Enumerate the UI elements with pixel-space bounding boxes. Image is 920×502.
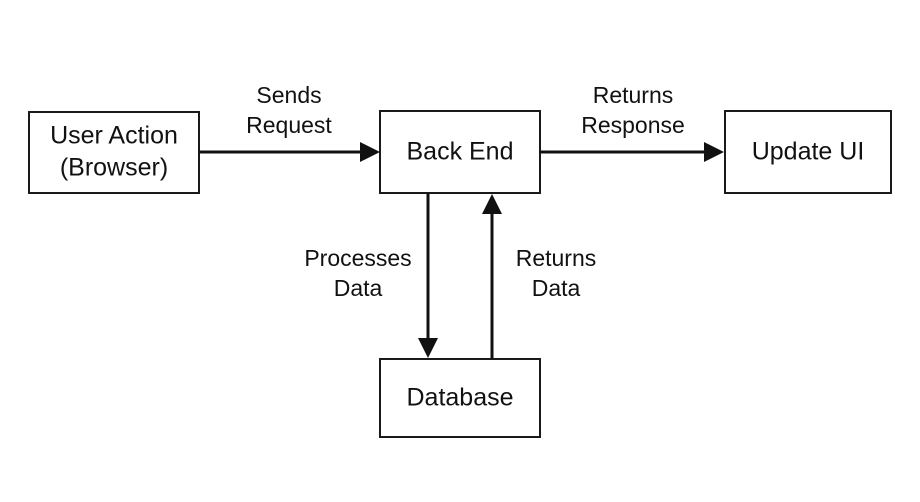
node-user-action-label-line2: (Browser)	[60, 154, 168, 182]
node-back-end-box	[379, 110, 541, 194]
edge-returns-data-arrowhead	[482, 194, 502, 214]
edge-processes-data: Processes Data	[304, 193, 438, 358]
node-database: Database	[379, 358, 541, 438]
edge-sends-request-label-line1: Sends	[256, 82, 321, 108]
node-database-box	[379, 358, 541, 438]
node-user-action-box	[28, 111, 200, 194]
node-back-end-label: Back End	[406, 138, 513, 166]
node-database-label: Database	[406, 384, 513, 412]
node-back-end: Back End	[379, 110, 541, 194]
node-update-ui-label: Update UI	[752, 138, 865, 166]
edge-processes-data-label-line1: Processes	[304, 245, 411, 271]
edge-returns-response-label-line1: Returns	[593, 82, 674, 108]
edge-sends-request: Sends Request	[199, 82, 380, 162]
edge-returns-response-arrowhead	[704, 142, 724, 162]
edge-returns-data: Returns Data	[482, 194, 596, 359]
edge-returns-response-label-line2: Response	[581, 112, 685, 138]
node-update-ui-box	[724, 110, 892, 194]
edge-returns-data-label-line2: Data	[532, 275, 581, 301]
edge-returns-response: Returns Response	[540, 82, 724, 162]
edge-processes-data-label-line2: Data	[334, 275, 383, 301]
edge-sends-request-arrowhead	[360, 142, 380, 162]
edge-processes-data-arrowhead	[418, 338, 438, 358]
node-update-ui: Update UI	[724, 110, 892, 194]
node-user-action: User Action (Browser)	[28, 111, 200, 194]
edge-returns-data-label-line1: Returns	[516, 245, 597, 271]
node-user-action-label-line1: User Action	[50, 122, 178, 150]
edge-sends-request-label-line2: Request	[246, 112, 332, 138]
